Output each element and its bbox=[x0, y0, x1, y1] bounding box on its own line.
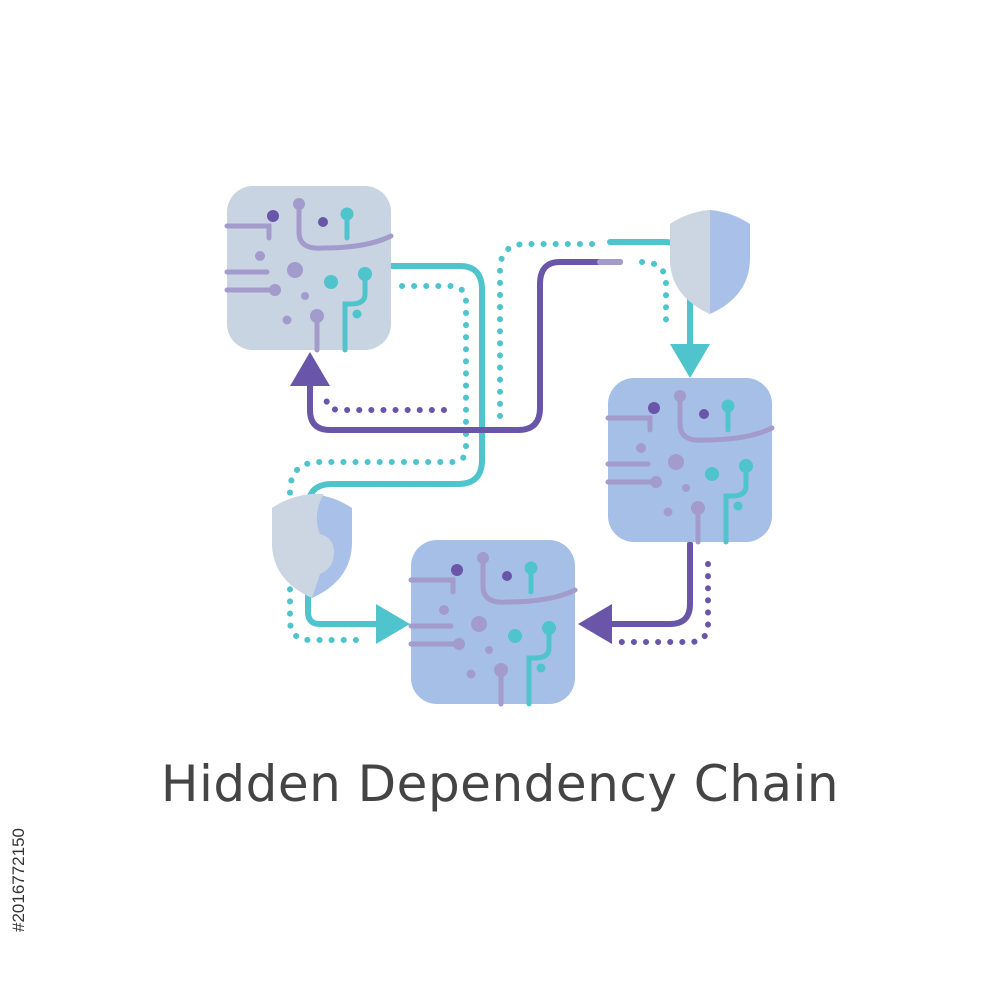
purple-dotted-connector bbox=[323, 393, 447, 413]
illustration-title: Hidden Dependency Chain bbox=[160, 755, 840, 813]
arrowhead-icon bbox=[376, 604, 410, 644]
arrowhead-icon bbox=[670, 344, 710, 378]
circuit-chip-icon bbox=[227, 186, 391, 350]
teal-dotted-top-connector bbox=[497, 241, 603, 419]
purple-connector-to-chip1 bbox=[307, 259, 623, 433]
arrowhead-icon bbox=[290, 352, 330, 386]
stock-image-id: #201677215​0 bbox=[9, 828, 28, 933]
shield-icon bbox=[670, 210, 750, 314]
purple-dotted-connector bbox=[615, 561, 711, 645]
purple-connector-chip2-to-chip3 bbox=[607, 541, 693, 627]
teal-connector-chip1-to-chip3 bbox=[305, 263, 485, 627]
circuit-chip-icon bbox=[608, 378, 772, 542]
shield-icon bbox=[272, 494, 352, 598]
teal-dotted-shield-connector bbox=[639, 259, 669, 331]
circuit-chip-icon bbox=[411, 540, 575, 704]
arrowhead-icon bbox=[578, 604, 612, 644]
